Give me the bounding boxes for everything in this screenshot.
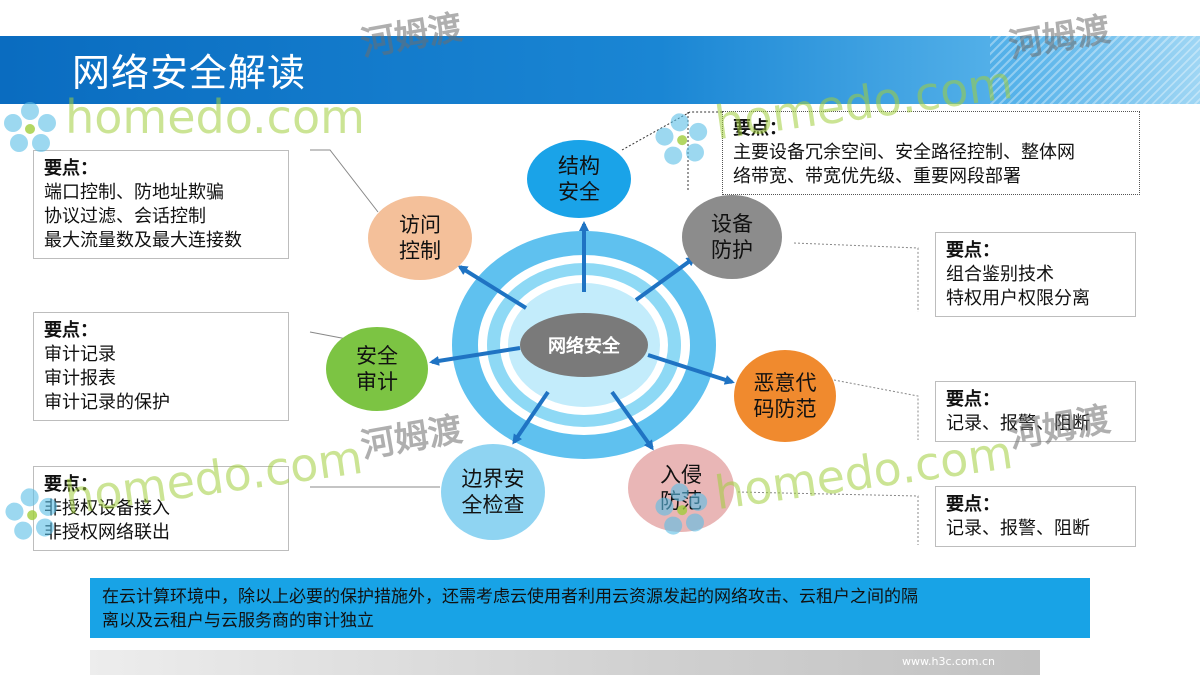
note-access-line: 端口控制、防地址欺骗	[44, 182, 224, 203]
note-access-control: 要点： 端口控制、防地址欺骗 协议过滤、会话控制 最大流量数及最大连接数	[33, 150, 289, 259]
node-malware-line2: 码防范	[753, 397, 817, 421]
note-boundary-line: 非授权网络联出	[44, 522, 170, 543]
node-boundary-check: 边界安全检查	[441, 444, 545, 540]
node-intrusion-line1: 入侵	[660, 463, 702, 487]
note-intrusion-line: 记录、报警、阻断	[946, 518, 1090, 539]
arrow-audit	[429, 346, 521, 366]
note-boundary-line: 非授权设备接入	[44, 498, 170, 519]
summary-line-2: 离以及云租户与云服务商的审计独立	[102, 611, 374, 631]
note-boundary-head: 要点：	[44, 474, 98, 495]
node-intrusion-prevention: 入侵防范	[628, 444, 734, 532]
node-audit-line2: 审计	[356, 370, 398, 394]
arrow-boundary	[512, 390, 550, 445]
note-access-head: 要点：	[44, 158, 98, 179]
note-structure-line: 主要设备冗余空间、安全路径控制、整体网	[733, 142, 1075, 163]
note-device-protection: 要点： 组合鉴别技术 特权用户权限分离	[935, 232, 1136, 317]
note-boundary-check: 要点： 非授权设备接入 非授权网络联出	[33, 466, 289, 551]
connector-structure	[621, 111, 722, 151]
arrow-access	[457, 265, 528, 310]
note-audit-line: 审计报表	[44, 368, 116, 389]
note-malware-prevention: 要点： 记录、报警、阻断	[935, 381, 1136, 442]
node-malware-line1: 恶意代	[753, 371, 817, 395]
note-intrusion-head: 要点：	[946, 494, 1000, 515]
connector-device	[793, 242, 919, 312]
node-security-audit: 安全审计	[326, 327, 428, 411]
summary-banner: 在云计算环境中，除以上必要的保护措施外，还需考虑云使用者利用云资源发起的网络攻击…	[90, 578, 1090, 638]
connector-access	[310, 149, 379, 213]
title-bar	[0, 36, 1200, 104]
note-access-line: 协议过滤、会话控制	[44, 206, 206, 227]
node-access-line1: 访问	[399, 213, 441, 237]
note-structure-line: 络带宽、带宽优先级、重要网段部署	[733, 166, 1021, 187]
note-device-head: 要点：	[946, 240, 1000, 261]
node-structure-line1: 结构	[558, 154, 600, 178]
note-malware-head: 要点：	[946, 389, 1000, 410]
arrow-malware	[647, 353, 735, 385]
connector-malware	[833, 379, 919, 440]
note-structure-security: 要点： 主要设备冗余空间、安全路径控制、整体网 络带宽、带宽优先级、重要网段部署	[722, 111, 1140, 195]
node-structure-security: 结构安全	[527, 140, 631, 218]
note-audit-head: 要点：	[44, 320, 98, 341]
note-malware-line: 记录、报警、阻断	[946, 413, 1090, 434]
node-device-line2: 防护	[711, 238, 753, 262]
connector-intrusion	[737, 491, 919, 545]
page-title: 网络安全解读	[72, 51, 307, 95]
node-audit-line1: 安全	[356, 344, 398, 368]
note-device-line: 组合鉴别技术	[946, 264, 1054, 285]
title-bar-stripes	[990, 36, 1200, 104]
footer-url: www.h3c.com.cn	[902, 655, 996, 668]
node-device-line1: 设备	[711, 212, 753, 236]
arrow-device	[634, 256, 697, 302]
arrow-intrusion	[610, 390, 654, 451]
node-boundary-line2: 全检查	[461, 493, 525, 517]
note-structure-head: 要点：	[733, 118, 787, 139]
summary-line-1: 在云计算环境中，除以上必要的保护措施外，还需考虑云使用者利用云资源发起的网络攻击…	[102, 587, 918, 607]
note-security-audit: 要点： 审计记录 审计报表 审计记录的保护	[33, 312, 289, 421]
footer-bar	[90, 650, 1040, 675]
node-structure-line2: 安全	[558, 180, 600, 204]
note-audit-line: 审计记录的保护	[44, 392, 170, 413]
note-intrusion-prevention: 要点： 记录、报警、阻断	[935, 486, 1136, 547]
node-device-protection: 设备防护	[682, 195, 782, 279]
note-device-line: 特权用户权限分离	[946, 288, 1090, 309]
node-boundary-line1: 边界安	[461, 467, 525, 491]
node-malware-prevention: 恶意代码防范	[734, 350, 836, 442]
note-access-line: 最大流量数及最大连接数	[44, 230, 242, 251]
note-audit-line: 审计记录	[44, 344, 116, 365]
node-access-line2: 控制	[399, 239, 441, 263]
center-node: 网络安全	[520, 313, 648, 377]
node-intrusion-line2: 防范	[660, 489, 702, 513]
node-access-control: 访问控制	[368, 196, 472, 280]
